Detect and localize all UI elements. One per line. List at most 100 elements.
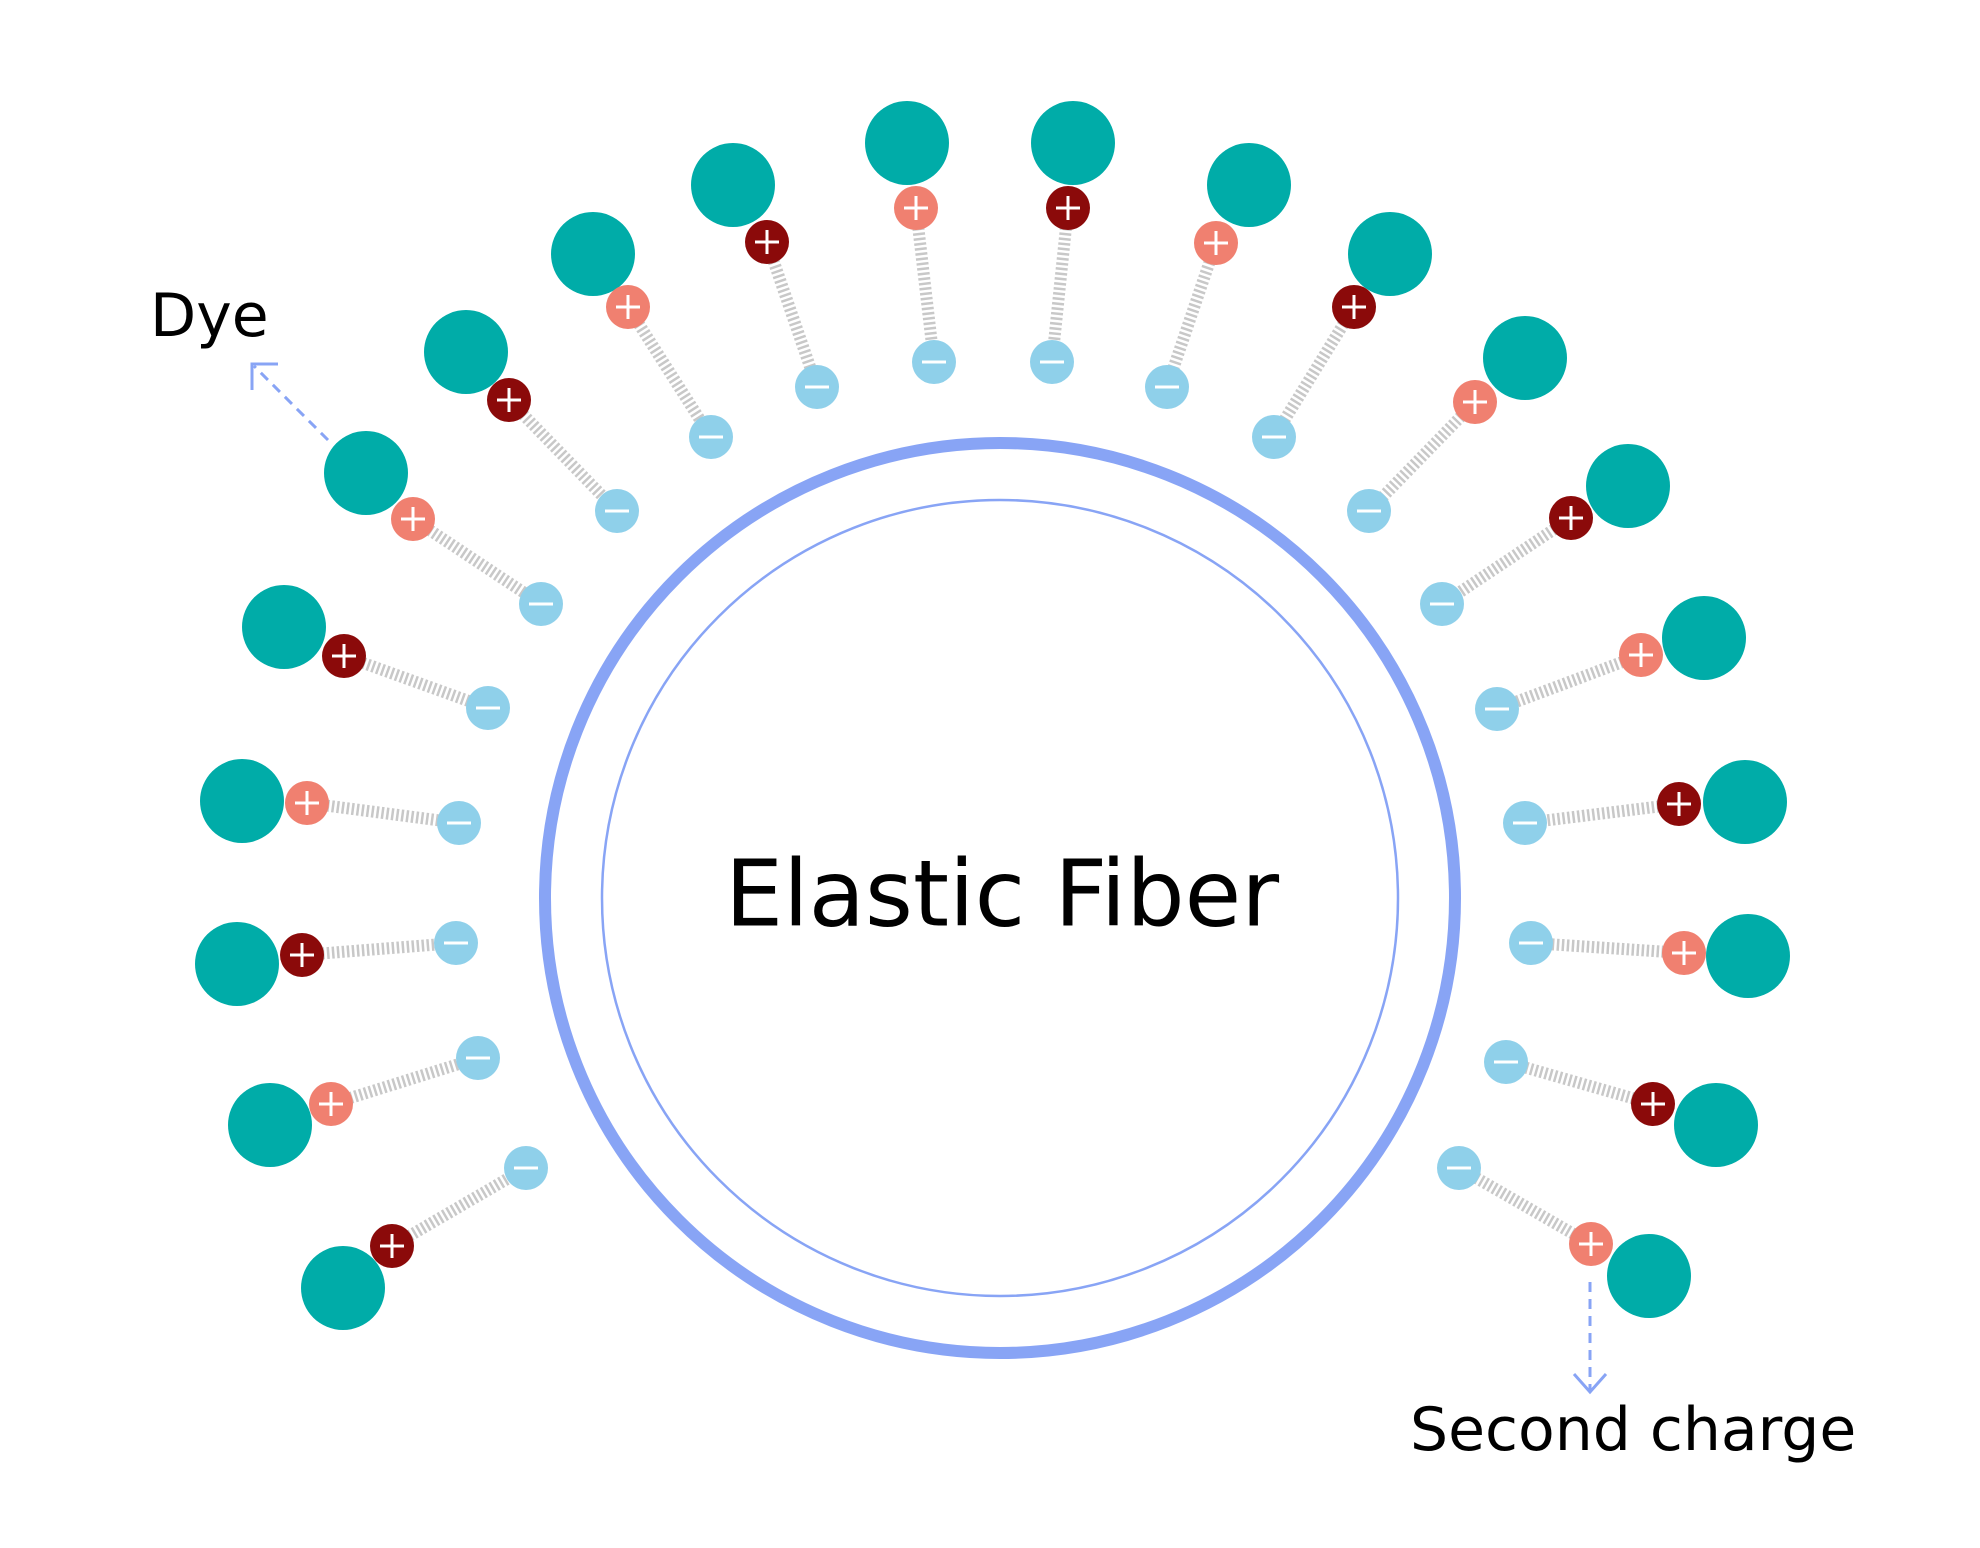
plus-charge-icon <box>606 285 650 329</box>
linker-chain <box>910 207 940 363</box>
linker-chain <box>329 1052 480 1110</box>
dye-molecule <box>242 585 510 730</box>
dye-body <box>865 101 949 185</box>
dye-molecule <box>1475 596 1746 731</box>
dye-molecule <box>551 212 733 459</box>
linker-chain <box>1268 303 1360 441</box>
linker-chain <box>1524 798 1680 829</box>
plus-charge-icon <box>1619 633 1663 677</box>
minus-charge-icon <box>466 686 510 730</box>
plus-charge-icon <box>1453 380 1497 424</box>
linker-chain <box>341 650 491 714</box>
linker-chain <box>1456 1162 1594 1250</box>
dye-body <box>1706 914 1790 998</box>
dye-body <box>424 310 508 394</box>
dye-pointer-arrow <box>250 362 330 442</box>
linker-chain <box>1494 649 1644 715</box>
plus-charge-icon <box>1657 782 1701 826</box>
linker-chain <box>1046 207 1074 363</box>
dye-molecule <box>301 1146 548 1330</box>
plus-charge-icon <box>894 186 938 230</box>
dye-molecule <box>1145 143 1291 409</box>
linker-chain <box>761 240 823 389</box>
plus-charge-icon <box>745 220 789 264</box>
dye-body <box>1607 1234 1691 1318</box>
dye-body <box>1031 101 1115 185</box>
fiber-outer-ring <box>539 437 1461 1359</box>
dye-label: Dye <box>150 281 269 351</box>
minus-charge-icon <box>437 801 481 845</box>
dye-body <box>1586 444 1670 528</box>
minus-charge-icon <box>519 582 563 626</box>
plus-charge-icon <box>1194 221 1238 265</box>
dye-molecule <box>691 143 839 409</box>
minus-charge-icon <box>1420 582 1464 626</box>
dye-body <box>551 212 635 296</box>
minus-charge-icon <box>1030 340 1074 384</box>
second-charge-pointer-arrow <box>1572 1282 1608 1395</box>
dye-molecule <box>1509 914 1790 998</box>
dye-molecule <box>228 1036 500 1167</box>
linker-chain <box>1161 241 1222 389</box>
plus-charge-icon <box>1046 186 1090 230</box>
dye-molecule <box>1030 101 1115 384</box>
plus-charge-icon <box>1662 931 1706 975</box>
dye-molecule <box>1437 1146 1691 1318</box>
second-charge-label: Second charge <box>1410 1395 1856 1465</box>
linker-chain <box>1364 397 1480 516</box>
dye-molecules <box>195 101 1790 1330</box>
minus-charge-icon <box>912 340 956 384</box>
dye-molecule <box>1420 444 1670 626</box>
minus-charge-icon <box>795 365 839 409</box>
dye-body <box>228 1083 312 1167</box>
plus-charge-icon <box>370 1224 414 1268</box>
linker-chain <box>409 514 545 609</box>
minus-charge-icon <box>504 1146 548 1190</box>
dye-body <box>195 922 279 1006</box>
linker-chain <box>622 303 717 441</box>
dye-molecule <box>424 310 639 533</box>
dye-molecule <box>324 431 563 626</box>
plus-charge-icon <box>1569 1222 1613 1266</box>
minus-charge-icon <box>1252 415 1296 459</box>
dye-body <box>324 431 408 515</box>
linker-chain <box>388 1162 530 1252</box>
dye-body <box>1703 760 1787 844</box>
linker-chain <box>301 937 457 961</box>
minus-charge-icon <box>1484 1040 1528 1084</box>
minus-charge-icon <box>1145 365 1189 409</box>
dye-molecule <box>200 759 481 845</box>
minus-charge-icon <box>434 921 478 965</box>
minus-charge-icon <box>1475 687 1519 731</box>
minus-charge-icon <box>689 415 733 459</box>
minus-charge-icon <box>595 489 639 533</box>
dye-molecule <box>865 101 956 384</box>
dye-body <box>301 1246 385 1330</box>
minus-charge-icon <box>1437 1146 1481 1190</box>
dye-molecule <box>1347 316 1567 533</box>
linker-chain <box>504 395 622 516</box>
plus-charge-icon <box>322 634 366 678</box>
dye-body <box>242 585 326 669</box>
dye-molecule <box>195 921 478 1006</box>
minus-charge-icon <box>1509 921 1553 965</box>
center-label: Elastic Fiber <box>725 840 1279 947</box>
dye-molecule <box>1484 1040 1758 1167</box>
dye-body <box>1207 143 1291 227</box>
dye-body <box>691 143 775 227</box>
dye-body <box>1483 316 1567 400</box>
dye-molecule <box>1503 760 1787 845</box>
dye-molecule <box>1252 212 1432 459</box>
plus-charge-icon <box>1549 496 1593 540</box>
dye-body <box>1662 596 1746 680</box>
dye-body <box>200 759 284 843</box>
linker-chain <box>1530 937 1685 959</box>
minus-charge-icon <box>456 1036 500 1080</box>
plus-charge-icon <box>487 378 531 422</box>
plus-charge-icon <box>1631 1082 1675 1126</box>
linker-chain <box>306 797 460 829</box>
minus-charge-icon <box>1347 489 1391 533</box>
plus-charge-icon <box>1332 285 1376 329</box>
plus-charge-icon <box>309 1082 353 1126</box>
dye-body <box>1348 212 1432 296</box>
